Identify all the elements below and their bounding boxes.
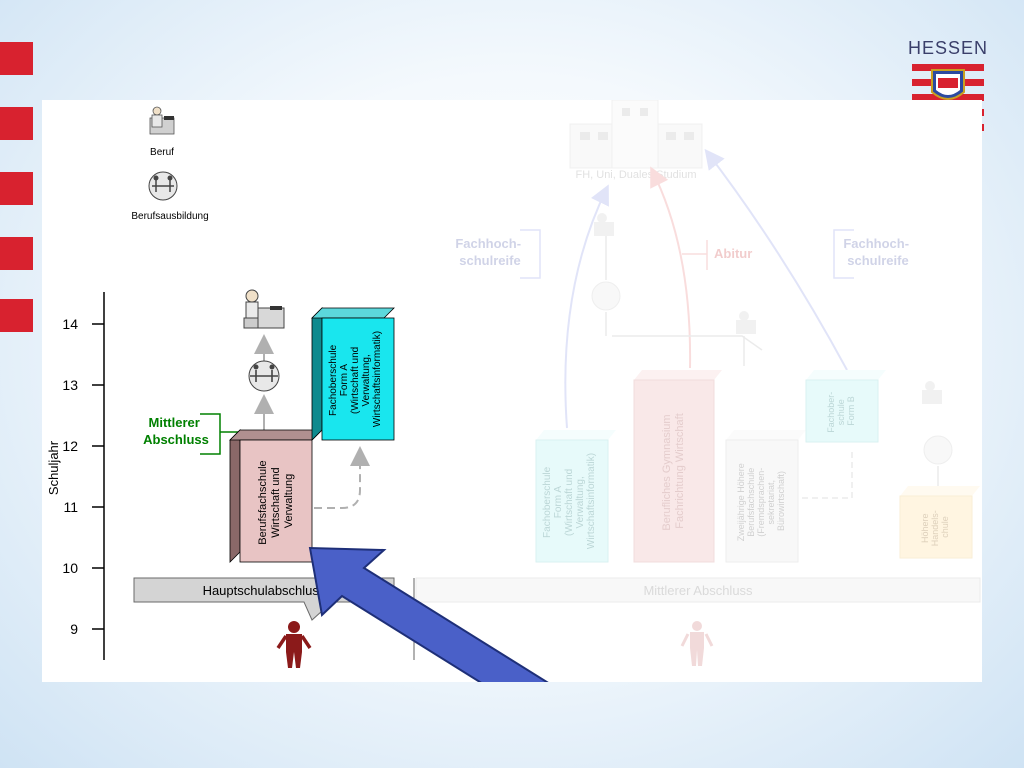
svg-text:Fachoberschule Form A: Fachoberschule Form A (Wirtschaft und Ve… bbox=[328, 331, 383, 427]
faded-worker-icon bbox=[736, 311, 756, 334]
faded-hoehere-handelsschule-box: Höhere Handels- chule bbox=[899, 486, 980, 559]
red-stripes-decoration bbox=[0, 42, 33, 332]
faded-worker-icon bbox=[922, 381, 942, 404]
apprentices-icon bbox=[148, 171, 178, 201]
faded-background-scheme: FH, Uni, Duales Studium Fachhoch- schulr… bbox=[415, 99, 981, 666]
legend-beruf-label: Beruf bbox=[150, 147, 174, 158]
svg-text:Berufsfachschule Wirts: Berufsfachschule Wirtschaft und Verwaltu… bbox=[257, 457, 295, 544]
schuljahr-axis: 14 13 12 11 10 9 Schuljahr bbox=[46, 292, 105, 660]
axis-tick-label: 9 bbox=[70, 621, 78, 637]
fachhochschulreife-left-label: Fachhoch- schulreife bbox=[455, 236, 524, 268]
university-building-icon bbox=[569, 99, 703, 169]
fachhochschulreife-right-label: Fachhoch- schulreife bbox=[843, 236, 912, 268]
axis-tick-label: 13 bbox=[62, 377, 78, 393]
faded-apprentices-icon bbox=[591, 281, 621, 311]
berufsausbildung-apprentices-icon bbox=[248, 360, 280, 392]
svg-text:Höhere Handels-: Höhere Handels- chule bbox=[920, 508, 950, 547]
mittlerer-abschluss-bar bbox=[415, 577, 981, 603]
svg-text:Berufliches Gymnasium: Berufliches Gymnasium Fachrichtung Wirts… bbox=[661, 411, 686, 530]
faded-berufliches-gymnasium-box: Berufliches Gymnasium Fachrichtung Wirts… bbox=[633, 370, 722, 563]
legend: Beruf Berufsausbildung bbox=[131, 106, 209, 222]
legend-berufsausbildung-label: Berufsausbildung bbox=[131, 211, 208, 222]
mittlerer-abschluss-label: Mittlerer Abschluss bbox=[143, 415, 209, 447]
abitur-label: Abitur bbox=[714, 246, 752, 261]
faded-student-figure-icon bbox=[680, 621, 714, 666]
svg-text:Zweijährige Höhere B: Zweijährige Höhere Berufsfachschule (Fre… bbox=[736, 461, 786, 542]
axis-tick-label: 12 bbox=[62, 438, 78, 454]
pointer-arrow-icon bbox=[308, 546, 552, 714]
axis-tick-label: 11 bbox=[63, 499, 78, 515]
mittlerer-abschluss-bar-label: Mittlerer Abschluss bbox=[643, 583, 753, 598]
svg-text:Fachoberschule Form: Fachoberschule Form A (Wirtschaft und Ve… bbox=[542, 453, 597, 549]
faded-fachoberschule-a-box: Fachoberschule Form A (Wirtschaft und Ve… bbox=[535, 430, 616, 563]
student-figure-icon bbox=[276, 621, 312, 668]
faded-worker-icon bbox=[594, 213, 614, 236]
diagram-canvas: FH, Uni, Duales Studium Fachhoch- schulr… bbox=[46, 99, 981, 714]
hauptschulabschluss-label: Hauptschulabschluss bbox=[203, 583, 326, 598]
axis-label: Schuljahr bbox=[46, 440, 61, 495]
faded-hoehere-berufsfachschule-box: Zweijährige Höhere Berufsfachschule (Fre… bbox=[725, 430, 806, 563]
worker-at-desk-icon bbox=[149, 106, 175, 135]
berufsfachschule-box[interactable]: Berufsfachschule Wirtschaft und Verwaltu… bbox=[229, 429, 323, 563]
axis-tick-label: 10 bbox=[62, 560, 78, 576]
education-pathway-diagram: FH, Uni, Duales Studium Fachhoch- schulr… bbox=[42, 99, 982, 714]
fachoberschule-form-a-box[interactable]: Fachoberschule Form A (Wirtschaft und Ve… bbox=[311, 307, 395, 441]
hessen-logo-text: HESSEN bbox=[907, 38, 989, 58]
faded-fachoberschule-b-box: Fachober- schule Form B bbox=[805, 370, 886, 443]
fh-uni-label: FH, Uni, Duales Studium bbox=[575, 169, 696, 181]
axis-tick-label: 14 bbox=[62, 316, 78, 332]
faded-apprentices-icon bbox=[923, 435, 953, 465]
svg-text:Fachober- schule: Fachober- schule Form B bbox=[826, 389, 856, 433]
beruf-worker-icon bbox=[243, 289, 285, 329]
